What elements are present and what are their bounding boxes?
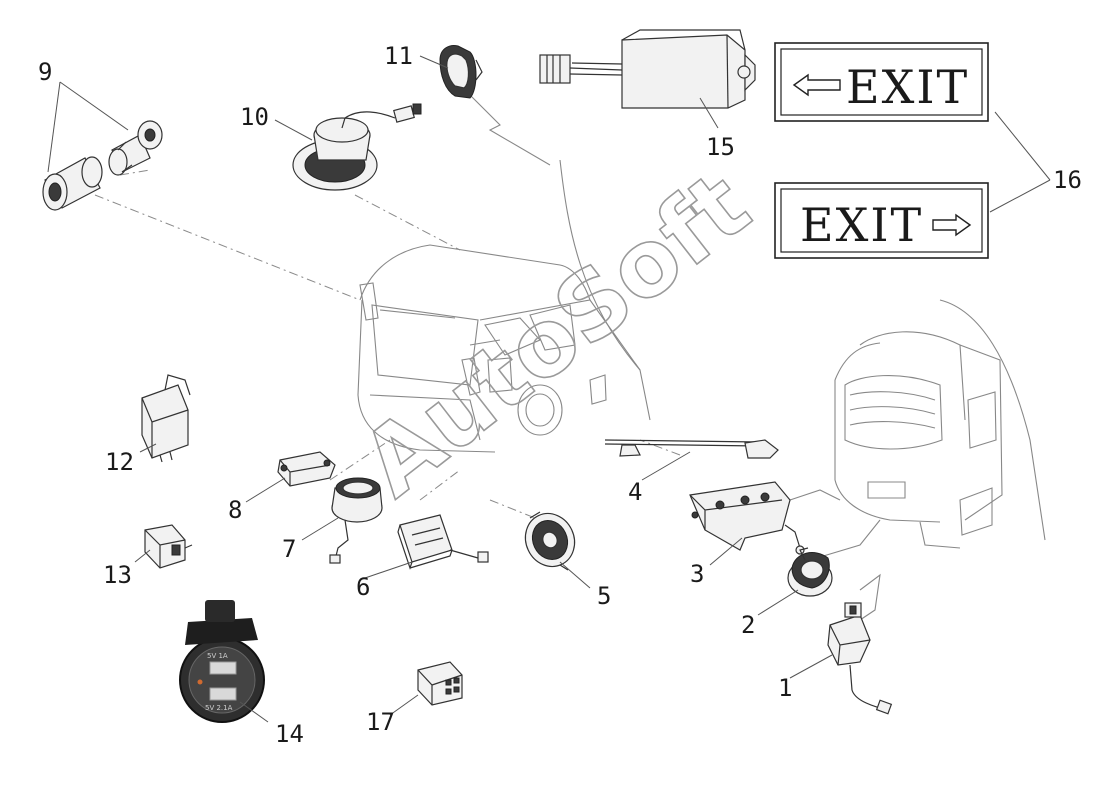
part-17-connector-block bbox=[417, 661, 463, 706]
arrow-right-icon bbox=[932, 213, 972, 237]
callout-15: 15 bbox=[706, 133, 735, 161]
part-6-control-unit bbox=[397, 514, 489, 570]
callout-14: 14 bbox=[275, 720, 304, 748]
callout-4: 4 bbox=[628, 478, 642, 506]
part-1-switch bbox=[827, 602, 893, 715]
callout-11: 11 bbox=[384, 42, 413, 70]
exit-left-label: EXIT bbox=[846, 60, 969, 114]
usb-port-bottom bbox=[209, 687, 237, 701]
part-5-disc-horn bbox=[524, 511, 576, 571]
part-12-relay bbox=[141, 374, 191, 463]
exit-sign-right-arrow: EXIT bbox=[774, 182, 989, 259]
part-2-horn bbox=[787, 547, 833, 597]
usb-port-top bbox=[209, 661, 237, 675]
part-10-speaker bbox=[292, 103, 422, 191]
callout-8: 8 bbox=[228, 496, 242, 524]
part-11-dome-light bbox=[439, 45, 483, 99]
callout-10: 10 bbox=[240, 103, 269, 131]
callout-5: 5 bbox=[597, 582, 611, 610]
callout-labels: 1 2 3 4 5 6 7 8 9 10 11 12 13 14 15 16 1… bbox=[38, 42, 1082, 748]
callout-13: 13 bbox=[103, 561, 132, 589]
arrow-left-icon bbox=[792, 73, 841, 97]
callout-12: 12 bbox=[105, 448, 134, 476]
callout-6: 6 bbox=[356, 573, 370, 601]
watermark: AutoSoft bbox=[343, 151, 769, 517]
usb-bottom-rating: 5V 2.1A bbox=[205, 704, 233, 712]
part-4-wiper bbox=[604, 439, 779, 459]
rear-bus-drawing bbox=[834, 299, 1046, 549]
usb-top-rating: 5V 1A bbox=[207, 652, 228, 660]
part-14-usb-socket: 5V 1A 5V 2.1A bbox=[179, 600, 265, 723]
callout-16: 16 bbox=[1053, 166, 1082, 194]
front-bus-drawing bbox=[357, 159, 651, 453]
callout-7: 7 bbox=[282, 535, 296, 563]
exit-sign-left-arrow: EXIT bbox=[774, 42, 989, 122]
callout-leaders bbox=[47, 55, 1051, 723]
part-7-buzzer bbox=[329, 477, 383, 564]
part-13-relay bbox=[144, 524, 193, 569]
part-3-fuse-box bbox=[689, 481, 805, 555]
part-15-control-box bbox=[539, 29, 756, 109]
callout-2: 2 bbox=[741, 611, 755, 639]
callout-3: 3 bbox=[690, 560, 704, 588]
exit-right-label: EXIT bbox=[800, 198, 923, 252]
part-8-module bbox=[277, 451, 336, 487]
callout-9: 9 bbox=[38, 58, 52, 86]
callout-17: 17 bbox=[366, 708, 395, 736]
part-9-sockets bbox=[42, 120, 163, 211]
callout-1: 1 bbox=[778, 674, 792, 702]
